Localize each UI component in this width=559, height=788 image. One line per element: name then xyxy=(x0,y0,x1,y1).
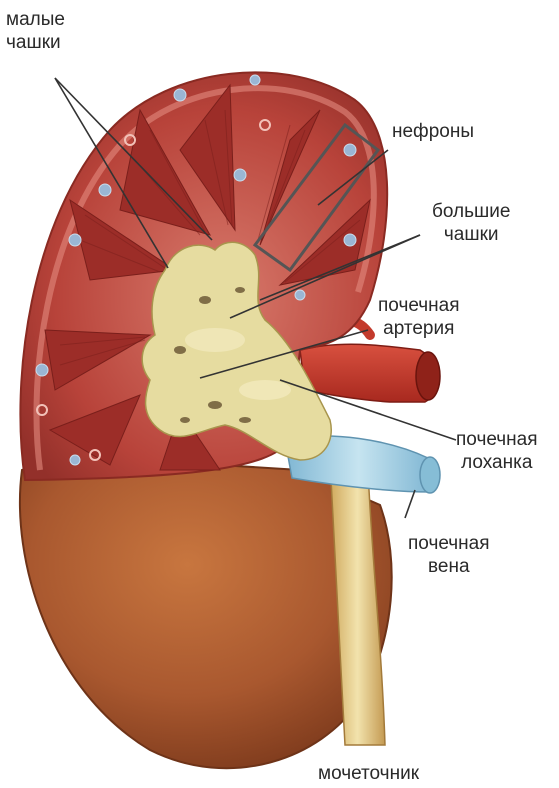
label-nephrons-text: нефроны xyxy=(392,120,474,143)
label-nephrons: нефроны xyxy=(392,120,474,143)
label-renal-vein: почечная вена xyxy=(408,532,490,578)
label-major-calyces: большие чашки xyxy=(432,200,510,246)
label-minor-calyces-line1: малые xyxy=(6,8,65,31)
label-renal-vein-line1: почечная xyxy=(408,532,490,555)
label-renal-pelvis-line1: почечная xyxy=(456,428,538,451)
label-renal-artery: почечная артерия xyxy=(378,294,460,340)
label-renal-pelvis: почечная лоханка xyxy=(456,428,538,474)
label-renal-artery-line2: артерия xyxy=(378,317,460,340)
label-ureter: мочеточник xyxy=(318,762,419,785)
label-renal-pelvis-line2: лоханка xyxy=(456,451,538,474)
label-minor-calyces-line2: чашки xyxy=(6,31,65,54)
label-renal-vein-line2: вена xyxy=(408,555,490,578)
label-major-calyces-line1: большие xyxy=(432,200,510,223)
label-minor-calyces: малые чашки xyxy=(6,8,65,54)
label-major-calyces-line2: чашки xyxy=(432,223,510,246)
label-renal-artery-line1: почечная xyxy=(378,294,460,317)
label-ureter-text: мочеточник xyxy=(318,762,419,785)
